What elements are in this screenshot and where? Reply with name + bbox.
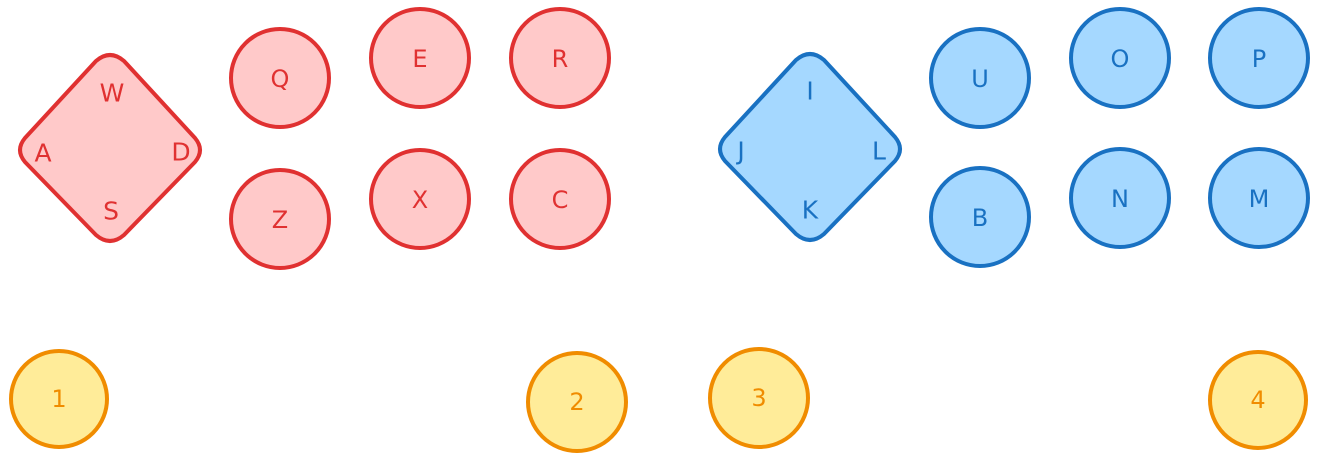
player-marker-4[interactable]: 4 (1208, 350, 1308, 450)
player-marker-1[interactable]: 1 (9, 349, 109, 449)
right-button-p[interactable]: P (1208, 7, 1310, 109)
player-marker-2[interactable]: 2 (526, 351, 628, 453)
left-button-x[interactable]: X (369, 148, 471, 250)
right-dpad-diamond (718, 52, 902, 242)
left-button-r-label: R (552, 45, 569, 73)
left-dpad-up-label: W (100, 79, 125, 108)
right-button-b-label: B (972, 204, 988, 232)
right-button-o[interactable]: O (1069, 7, 1171, 109)
right-button-n-label: N (1111, 185, 1129, 213)
left-button-c[interactable]: C (509, 148, 611, 250)
player-marker-3-label: 3 (751, 384, 766, 412)
left-button-z[interactable]: Z (229, 168, 331, 270)
right-button-p-label: P (1252, 45, 1266, 73)
left-button-q-label: Q (271, 65, 290, 93)
left-button-r[interactable]: R (509, 7, 611, 109)
player-marker-1-label: 1 (51, 385, 66, 413)
player-marker-4-label: 4 (1250, 386, 1265, 414)
left-button-c-label: C (552, 186, 569, 214)
left-dpad-left-label: A (34, 139, 51, 168)
right-button-o-label: O (1111, 45, 1130, 73)
player-marker-2-label: 2 (569, 388, 584, 416)
left-button-e-label: E (412, 45, 427, 73)
left-button-z-label: Z (272, 206, 288, 234)
right-button-u[interactable]: U (929, 27, 1031, 129)
right-button-m-label: M (1249, 185, 1270, 213)
left-button-q[interactable]: Q (229, 27, 331, 129)
right-button-u-label: U (971, 65, 989, 93)
left-button-e[interactable]: E (369, 7, 471, 109)
right-dpad-left-label: J (735, 137, 744, 166)
right-dpad-right-label: L (872, 137, 886, 166)
left-controller: W A D S Q E R Z X C (18, 7, 611, 270)
right-button-m[interactable]: M (1208, 147, 1310, 249)
left-dpad-diamond (18, 53, 202, 243)
right-dpad-down-label: K (802, 196, 819, 225)
left-dpad-right-label: D (171, 138, 190, 167)
left-button-x-label: X (412, 186, 428, 214)
right-button-b[interactable]: B (929, 166, 1031, 268)
right-dpad-up-label: I (806, 77, 813, 106)
right-button-n[interactable]: N (1069, 147, 1171, 249)
player-markers: 1 2 3 4 (9, 347, 1308, 453)
left-dpad-down-label: S (103, 197, 119, 226)
player-marker-3[interactable]: 3 (708, 347, 810, 449)
right-controller: I J L K U O P B N M (718, 7, 1310, 268)
